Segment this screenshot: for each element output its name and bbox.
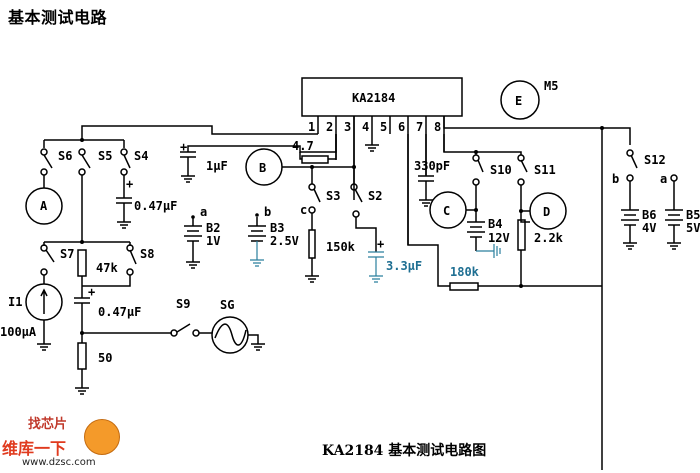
label-c-047-top: 0.47μF bbox=[134, 199, 177, 213]
battery-b2 bbox=[184, 217, 202, 269]
resistor-50 bbox=[77, 342, 87, 370]
switch-s4[interactable] bbox=[120, 148, 131, 176]
ic-body bbox=[301, 77, 463, 117]
label-i1-value: 100μA bbox=[0, 325, 37, 339]
label-s3-tap: c bbox=[300, 203, 307, 217]
ic-pin-3: 3 bbox=[344, 120, 351, 134]
label-s9: S9 bbox=[176, 297, 190, 311]
label-c-047-bottom: 0.47μF bbox=[98, 305, 141, 319]
label-s6: S6 bbox=[58, 149, 72, 163]
meter-c-label: C bbox=[443, 204, 450, 218]
svg-text:+: + bbox=[377, 237, 384, 251]
svg-text:+: + bbox=[126, 177, 133, 191]
switch-s9[interactable] bbox=[170, 323, 200, 337]
label-c-3-3uf: 3.3μF bbox=[386, 259, 422, 273]
resistor-4-7 bbox=[301, 155, 329, 164]
meter-a bbox=[25, 187, 63, 225]
signal-generator bbox=[211, 316, 249, 354]
meter-e bbox=[500, 80, 540, 120]
meter-a-label: A bbox=[40, 199, 48, 213]
label-s7: S7 bbox=[60, 247, 74, 261]
switch-s10[interactable] bbox=[472, 154, 484, 186]
meter-b-label: B bbox=[259, 161, 266, 175]
ic-pin-4: 4 bbox=[362, 120, 369, 134]
label-b6-value: 4V bbox=[642, 221, 656, 235]
battery-b5 bbox=[665, 181, 683, 250]
label-s4: S4 bbox=[134, 149, 148, 163]
switch-s7[interactable] bbox=[40, 244, 55, 276]
meter-d bbox=[529, 192, 567, 230]
switch-s3[interactable] bbox=[308, 183, 321, 214]
label-r-4-7: 4.7 bbox=[292, 139, 314, 153]
battery-b4 bbox=[467, 212, 485, 251]
label-i1: I1 bbox=[8, 295, 22, 309]
logo-url: www.dzsc.com bbox=[22, 457, 96, 468]
label-b2: B2 bbox=[206, 221, 220, 235]
switch-s12[interactable] bbox=[626, 149, 638, 182]
svg-text:+: + bbox=[88, 285, 95, 299]
label-b5-tap: a bbox=[660, 172, 667, 186]
resistor-2-2k bbox=[517, 219, 526, 251]
label-c-330pf: 330pF bbox=[414, 159, 450, 173]
logo-line1: 找芯片 bbox=[28, 417, 68, 432]
label-s2: S2 bbox=[368, 189, 382, 203]
meter-e-label: E bbox=[515, 94, 522, 108]
ic-pin-8: 8 bbox=[434, 120, 441, 134]
switch-s8[interactable] bbox=[126, 244, 137, 276]
ic-name: KA2184 bbox=[352, 91, 395, 105]
resistor-180k bbox=[449, 282, 479, 291]
label-r-180k: 180k bbox=[450, 265, 480, 279]
label-r-50: 50 bbox=[98, 351, 112, 365]
label-b4: B4 bbox=[488, 217, 502, 231]
label-b3-tap: b bbox=[264, 205, 271, 219]
figure-caption: KA2184 基本测试电路图 bbox=[322, 443, 487, 459]
meter-d-label: D bbox=[543, 205, 550, 219]
label-s3: S3 bbox=[326, 189, 340, 203]
ic-pin-2: 2 bbox=[326, 120, 333, 134]
label-b6: B6 bbox=[642, 208, 656, 222]
label-b4-value: 12V bbox=[488, 231, 510, 245]
switch-s5[interactable] bbox=[78, 148, 91, 176]
ic-pin-5: 5 bbox=[380, 120, 387, 134]
label-b5: B5 bbox=[686, 208, 700, 222]
ic-pin-7: 7 bbox=[416, 120, 423, 134]
switch-s2[interactable] bbox=[350, 183, 363, 218]
label-r-150k: 150k bbox=[326, 240, 356, 254]
label-b2-tap: a bbox=[200, 205, 207, 219]
resistor-150k bbox=[308, 229, 316, 259]
label-r-47k: 47k bbox=[96, 261, 118, 275]
label-s11: S11 bbox=[534, 163, 556, 177]
battery-b6 bbox=[621, 181, 639, 250]
page-title: 基本测试电路 bbox=[8, 8, 108, 27]
logo-line2: 维库一下 bbox=[2, 439, 67, 458]
site-logo[interactable]: 找芯片 维库一下 www.dzsc.com bbox=[0, 405, 130, 473]
label-r-2-2k: 2.2k bbox=[534, 231, 564, 245]
label-m5: M5 bbox=[544, 79, 558, 93]
label-s10: S10 bbox=[490, 163, 512, 177]
label-b5-value: 5V bbox=[686, 221, 700, 235]
label-b6-tap: b bbox=[612, 172, 619, 186]
label-c-1uf: 1μF bbox=[206, 159, 228, 173]
label-s5: S5 bbox=[98, 149, 112, 163]
switch-s11[interactable] bbox=[517, 154, 528, 186]
label-b2-value: 1V bbox=[206, 234, 220, 248]
label-b3-value: 2.5V bbox=[270, 234, 299, 248]
label-s8: S8 bbox=[140, 247, 154, 261]
ic-pin-6: 6 bbox=[398, 120, 405, 134]
switch-s6[interactable] bbox=[40, 148, 53, 176]
svg-text:+: + bbox=[180, 140, 187, 154]
battery-b3 bbox=[248, 217, 266, 242]
ic-pin-1: 1 bbox=[308, 120, 315, 134]
label-sg: SG bbox=[220, 298, 234, 312]
resistor-47k bbox=[77, 249, 87, 277]
mascot-icon bbox=[84, 419, 120, 455]
label-s12: S12 bbox=[644, 153, 666, 167]
label-b3: B3 bbox=[270, 221, 284, 235]
